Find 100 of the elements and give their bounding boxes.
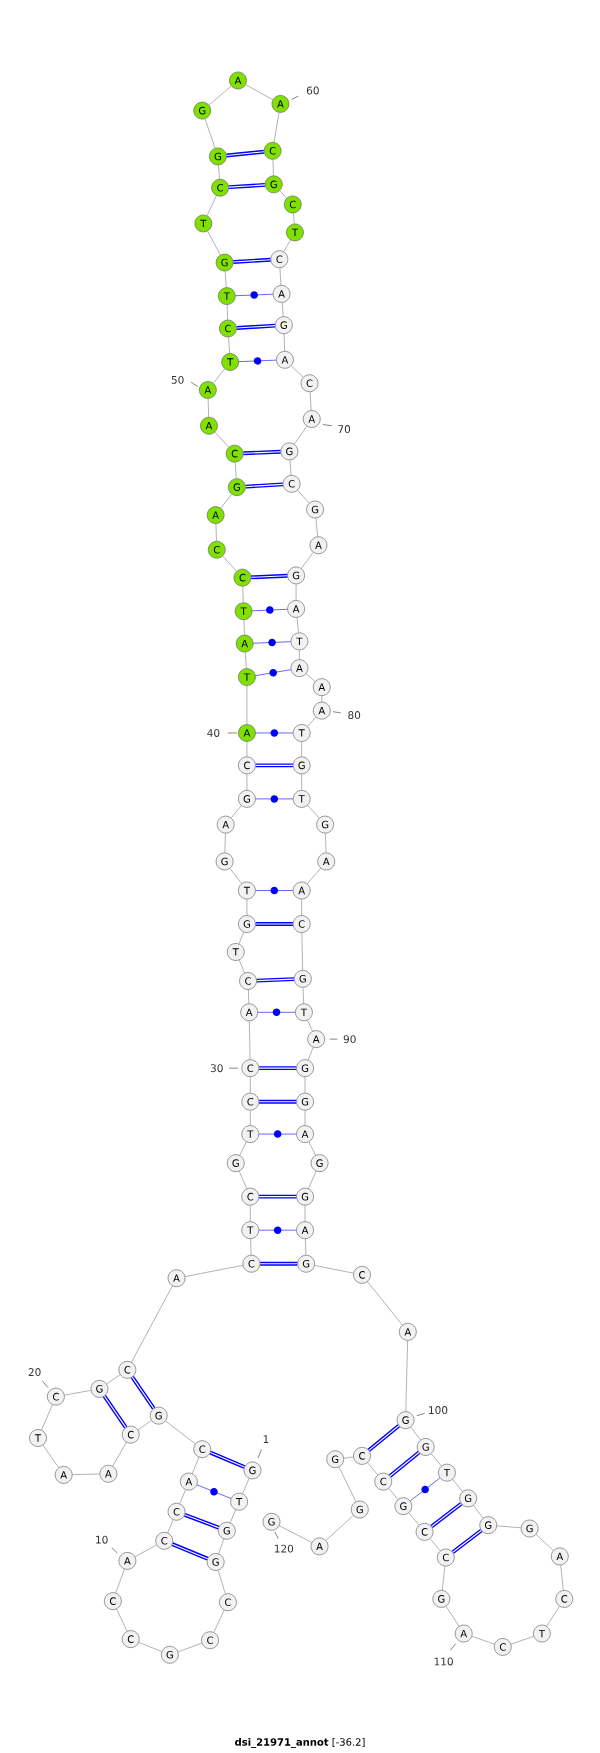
backbone-line	[546, 1606, 560, 1627]
backbone-line	[279, 190, 287, 199]
backbone-line	[442, 1566, 446, 1591]
backbone-line	[272, 159, 274, 176]
backbone-line	[238, 959, 245, 974]
backbone-line	[325, 833, 327, 853]
backbone-line	[308, 1141, 316, 1156]
backbone-line	[245, 84, 274, 100]
backbone-line	[408, 1512, 420, 1526]
base-pair-line	[250, 573, 288, 580]
base-pair-line	[259, 1261, 298, 1266]
backbone-line	[307, 867, 321, 885]
backbone-line	[283, 239, 291, 252]
position-number: 40	[207, 729, 220, 737]
backbone-line	[245, 652, 247, 669]
backbone-line	[222, 555, 237, 572]
position-number: 70	[338, 425, 351, 433]
backbone-line	[301, 932, 303, 971]
base-pair-line	[232, 257, 272, 264]
base-pair-line	[228, 182, 266, 190]
backbone-line	[367, 1462, 378, 1476]
backbone-line	[137, 1420, 152, 1430]
backbone-line	[250, 1205, 251, 1222]
position-number: 80	[348, 711, 361, 720]
position-number: 10	[96, 1535, 108, 1544]
backbone-line	[179, 1489, 186, 1504]
backbone-line	[228, 336, 230, 354]
backbone-line	[213, 1609, 225, 1633]
backbone-line	[246, 685, 248, 725]
base-pair-line	[258, 1226, 297, 1234]
backbone-line	[184, 1265, 244, 1277]
backbone-line	[445, 1606, 460, 1627]
base-pair-line	[238, 357, 277, 365]
backbone-line	[207, 230, 221, 256]
position-number: 90	[343, 1035, 356, 1044]
backbone-line	[246, 741, 248, 757]
base-pair-line	[184, 1513, 220, 1530]
backbone-line	[246, 899, 248, 916]
backbone-line	[338, 1466, 357, 1502]
backbone-line	[177, 1642, 203, 1653]
backbone-line	[301, 741, 302, 757]
backbone-line	[217, 1570, 226, 1595]
backbone-line	[242, 586, 244, 603]
backbone-line	[138, 1642, 162, 1652]
backbone-line	[429, 1538, 441, 1552]
backbone-line	[239, 1141, 247, 1156]
position-number: 120	[274, 1544, 294, 1553]
backbone-line	[42, 1444, 59, 1468]
backbone-line	[246, 773, 248, 791]
backbone-line	[250, 1110, 251, 1126]
backbone-line	[64, 1390, 92, 1396]
base-pair-line	[430, 1502, 463, 1529]
base-pair-line	[236, 323, 276, 330]
backbone-line	[307, 805, 320, 819]
backbone-line	[204, 118, 216, 149]
backbone-line	[471, 1636, 495, 1645]
backbone-line	[279, 1525, 313, 1543]
position-number: 100	[429, 1406, 448, 1415]
backbone-line	[250, 1076, 251, 1094]
base-pair-line	[102, 1395, 128, 1429]
backbone-line	[116, 1608, 128, 1632]
backbone-line	[299, 649, 300, 660]
backbone-line	[325, 1515, 354, 1541]
backbone-line	[273, 112, 280, 143]
base-pair-line	[235, 291, 274, 299]
backbone-line	[131, 1285, 173, 1363]
backbone-line	[343, 1456, 354, 1459]
backbone-line	[496, 1525, 522, 1529]
backbone-line	[302, 987, 304, 1004]
position-number: 1	[263, 1435, 269, 1443]
backbone-line	[220, 493, 232, 509]
backbone-line	[238, 931, 244, 945]
base-pair-line	[252, 606, 288, 614]
backbone-line	[315, 517, 318, 537]
backbone-line	[293, 212, 295, 224]
backbone-line	[296, 617, 299, 633]
backbone-line	[410, 1426, 421, 1441]
backbone-line	[248, 989, 250, 1004]
backbone-line	[207, 398, 209, 418]
backbone-line	[72, 1473, 100, 1475]
backbone-line	[226, 304, 228, 320]
backbone-line	[301, 899, 302, 916]
caption: dsi_21971_annot [-36.2]	[235, 1738, 365, 1748]
backbone-line	[112, 1442, 127, 1467]
backbone-line	[41, 1404, 53, 1431]
backbone-line	[305, 1238, 307, 1256]
backbone-line	[297, 490, 310, 504]
base-pair-line	[258, 1194, 297, 1199]
backbone-line	[134, 1544, 157, 1557]
backbone-line	[295, 583, 297, 601]
position-number: 20	[28, 1368, 41, 1377]
backbone-line	[307, 1020, 313, 1032]
backbone-line	[234, 462, 237, 479]
position-number: 30	[210, 1064, 223, 1073]
backbone-line	[208, 85, 232, 106]
base-pair-line	[256, 977, 295, 983]
position-number: 60	[306, 86, 319, 95]
backbone-line	[560, 1564, 564, 1591]
base-pair-line	[209, 1450, 246, 1469]
backbone-line	[279, 267, 282, 286]
